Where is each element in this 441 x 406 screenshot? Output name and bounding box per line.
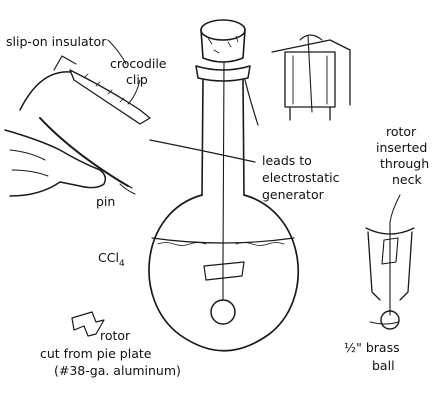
lead-wire-2	[244, 79, 259, 126]
cutout-rotor-shape	[71, 311, 105, 337]
flask-neck-left	[201, 79, 204, 196]
crocodile-clip	[19, 55, 151, 125]
flask-lip	[195, 65, 251, 82]
label-clip: clip	[126, 72, 148, 87]
cork-detail-inset	[271, 34, 351, 121]
rotor-vane	[203, 261, 245, 281]
rotor-wire	[222, 61, 225, 263]
label-generator: generator	[262, 187, 325, 202]
label-slip-on-insulator: slip-on insulator	[6, 34, 107, 49]
label-brass: ½" brass	[344, 340, 400, 355]
liquid-ripples	[157, 242, 285, 246]
label-rotor-inserted-4: neck	[392, 172, 422, 187]
flask-neck-right	[242, 79, 245, 196]
label-cut-from: cut from pie plate	[40, 346, 152, 361]
label-rotor-inserted-1: rotor	[386, 124, 417, 139]
pointer-ball	[369, 321, 399, 325]
label-aluminum: (#38-ga. aluminum)	[54, 363, 181, 378]
hand-with-pin	[4, 117, 133, 197]
label-rotor-inserted-2: inserted	[376, 140, 427, 155]
flask	[148, 19, 299, 352]
neck-inset	[365, 194, 415, 330]
label-pin: pin	[96, 194, 115, 209]
pointer-pin	[119, 183, 136, 195]
brass-ball	[210, 299, 236, 325]
lead-wire-1	[149, 139, 256, 163]
label-crocodile: crocodile	[110, 56, 167, 71]
label-ccl4-main: CCl	[98, 250, 119, 265]
label-leads-to: leads to	[262, 153, 312, 168]
label-ccl4: CCl4	[98, 250, 125, 269]
label-electrostatic: electrostatic	[262, 170, 340, 185]
flask-bulb	[148, 194, 299, 352]
label-ball: ball	[372, 358, 395, 373]
pointer-insulator	[107, 39, 127, 65]
pointer-clip	[127, 79, 141, 105]
label-cut-rotor: rotor	[100, 328, 131, 343]
label-rotor-inserted-3: through	[380, 156, 429, 171]
label-ccl4-sub: 4	[119, 259, 125, 269]
cork-stopper	[200, 19, 246, 63]
